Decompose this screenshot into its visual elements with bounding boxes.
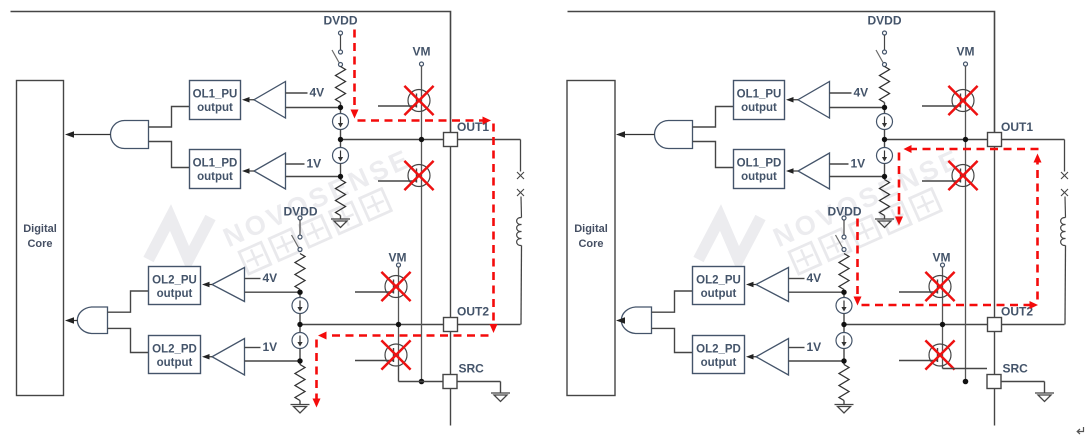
svg-text:Digital: Digital xyxy=(574,223,608,235)
svg-text:Core: Core xyxy=(27,238,52,250)
svg-text:Core: Core xyxy=(578,238,603,250)
svg-text:Digital: Digital xyxy=(23,223,57,235)
